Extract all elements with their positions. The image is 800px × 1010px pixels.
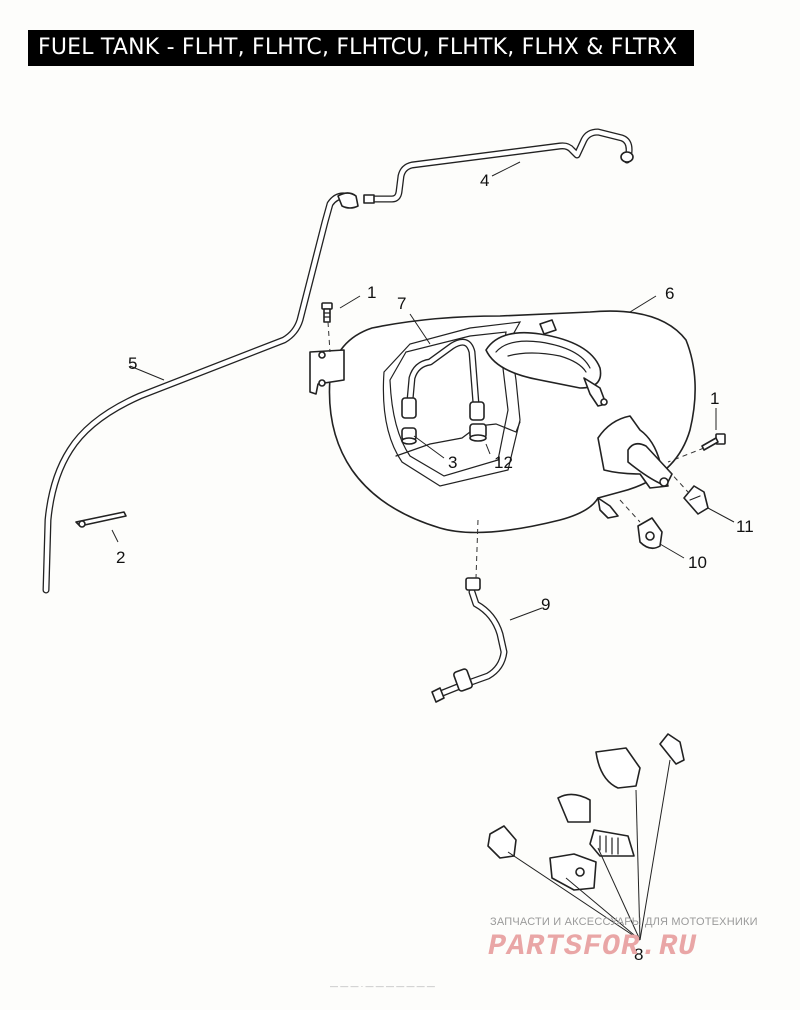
callout-1-right: 1	[710, 389, 719, 408]
fuel-tank-part-6	[309, 310, 696, 534]
fuel-line-part-7	[401, 338, 485, 421]
callout-4: 4	[480, 171, 489, 190]
footer-code: — — — · — — — — — — —	[330, 982, 435, 991]
watermark-logo: PARTSFOR.RU	[488, 930, 698, 964]
fuel-supply-hose-part-9	[431, 577, 508, 703]
callout-9: 9	[541, 595, 550, 614]
vent-tube-part-5	[42, 192, 359, 594]
fitting-part-3	[401, 427, 417, 445]
callout-8: 8	[634, 945, 643, 964]
callout-5: 5	[128, 354, 137, 373]
watermark-caption: ЗАПЧАСТИ И АКСЕССУАРЫ ДЛЯ МОТОТЕХНИКИ	[490, 916, 758, 928]
cable-strap-part-2	[75, 511, 127, 528]
screw-part-1-left	[321, 302, 333, 323]
leader-lines	[111, 161, 735, 941]
vent-tube-part-4	[363, 128, 634, 204]
callout-11: 11	[736, 517, 754, 536]
callout-10: 10	[688, 553, 707, 572]
callout-2: 2	[116, 548, 125, 567]
callout-12: 12	[494, 453, 513, 472]
fitting-part-12	[469, 423, 487, 442]
callout-1-left: 1	[367, 283, 376, 302]
callout-6: 6	[665, 284, 674, 303]
bracket-kit-part-8	[487, 733, 685, 891]
callout-3: 3	[448, 453, 457, 472]
screw-part-1-right	[701, 433, 726, 451]
clip-part-11	[683, 485, 709, 515]
page-title: FUEL TANK - FLHT, FLHTC, FLHTCU, FLHTK, …	[28, 30, 694, 66]
callout-7: 7	[397, 294, 406, 313]
alignment-lines	[327, 321, 705, 579]
bumper-part-10	[637, 517, 663, 550]
